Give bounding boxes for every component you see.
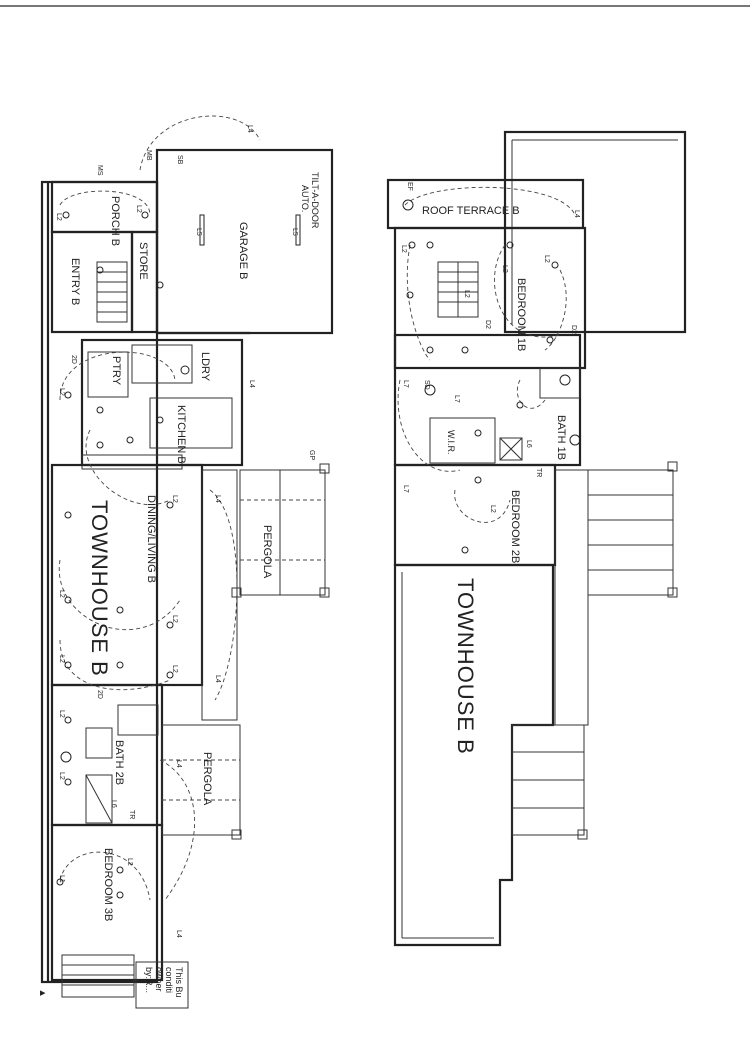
fixture-code: L7 [453,395,460,403]
note-line-4: by:R... [144,967,154,993]
fixture-code: L2 [58,590,65,598]
fixture-code: L6 [110,800,117,808]
fixture-code: L2 [126,858,133,866]
porch-label: PORCH B [109,196,121,246]
upper-deck-top [587,461,678,598]
upper-roof-block [503,130,687,334]
fixture-code: L4 [573,210,580,218]
bedroom-3b-walls [50,823,164,982]
kitchen-block-walls [80,338,244,467]
fixture-code: SD [423,380,430,390]
fixture-code: L4 [246,125,253,133]
dining-living-label: DINING/LIVING B [145,495,157,583]
store-walls [130,230,159,334]
bath-2b-label: BATH 2B [113,740,125,785]
entry-label: ENTRY B [69,258,81,305]
fixture-code: L1 [58,875,65,883]
fixture-code: L2 [400,245,407,253]
roof-terrace-walls [386,178,585,230]
upper-fixtures [402,199,581,554]
upper-floor-plan: ROOF TERRACE B BEDROOM 1B BATH 1B W.I.R.… [386,130,687,947]
fixture-code: L2 [58,655,65,663]
fixture-code: L6 [525,440,532,448]
fixture-code: L5 [195,228,202,236]
garage-door-note-1: TILT-A-DOOR [310,172,320,229]
fixture-code: MB [145,150,152,161]
townhouse-b-upper-title: TOWNHOUSE B [453,578,478,755]
ground-fixtures [56,211,190,899]
note-line-3: owner [154,967,164,992]
fixture-code: L2 [463,290,470,298]
upper-lighting-circuits [397,186,576,523]
fixture-code: L4 [248,380,255,388]
kitchen-label: KITCHEN B [175,405,187,464]
fixture-code: TR [535,468,542,477]
upper-middle-walls [393,333,582,467]
fixture-code: L2 [501,265,508,273]
note-box [135,961,189,1009]
fixture-code: L2 [171,665,178,673]
garage-door-note-2: AUTO. [300,185,310,212]
ground-stairs [96,261,128,323]
bedroom-3b-label: BEDROOM 3B [102,848,114,921]
fixture-code: L2 [489,505,496,513]
fixture-code: L4 [175,930,182,938]
corner-mark: ▸ [40,987,46,999]
upper-side-block [554,469,589,726]
fixture-code: L5 [291,228,298,236]
fixture-code: L7 [402,380,409,388]
fixture-code: L4 [175,760,182,768]
note-line-1: This Bu [174,967,184,998]
upper-stairs [437,261,479,318]
fixture-code: 2D [70,355,77,364]
townhouse-b-ground-title: TOWNHOUSE B [87,500,112,677]
fixture-code: L2 [58,388,65,396]
fixture-code: L2 [171,615,178,623]
fixture-code: L2 [135,205,142,213]
fixture-code: L4 [214,675,221,683]
fixture-code: L2 [543,255,550,263]
bedroom-1b-walls [393,226,587,370]
bath-1b-label: BATH 1B [555,415,567,460]
fixture-code: L4 [214,495,221,503]
pergola-bottom-label: PERGOLA [201,752,213,806]
fixture-code: L7 [402,485,409,493]
bedroom-2b-label: BEDROOM 2B [509,490,521,563]
fixture-code: D2 [484,320,491,329]
store-label: STORE [137,242,149,280]
bedroom-1b-label: BEDROOM 1B [515,278,527,351]
garage-label: GARAGE B [237,222,249,279]
pergola-bottom [161,724,242,840]
fixture-code: GP [308,450,315,460]
fixture-code: EF [406,182,413,191]
fixture-code: 2D [96,690,103,699]
upper-deck-bottom [511,724,588,840]
upper-main-area [393,563,555,947]
roof-terrace-label: ROOF TERRACE B [422,205,520,217]
ground-steps [61,954,135,998]
fixture-code: L2 [58,710,65,718]
fixture-code: L2 [171,495,178,503]
fixture-code: TR [128,810,135,819]
laundry-label: LDRY [199,352,211,382]
bath-walls [50,683,164,827]
living-walls [50,463,204,687]
ground-lighting-circuits [58,115,261,901]
fixture-code: L2 [58,772,65,780]
fixture-code: MS [96,165,103,176]
pergola-top-label: PERGOLA [261,525,273,579]
pergola-top [201,463,330,721]
note-line-2: conditi [164,967,174,993]
fixture-code: L2 [55,213,62,221]
pantry-label: PTRY [110,356,122,386]
fixture-code: D2 [570,325,577,334]
fixture-code: SB [176,155,183,165]
ground-floor-plan: PORCH B ENTRY B STORE GARAGE B TILT-A-DO… [40,115,334,1009]
wir-label: W.I.R. [446,430,456,455]
